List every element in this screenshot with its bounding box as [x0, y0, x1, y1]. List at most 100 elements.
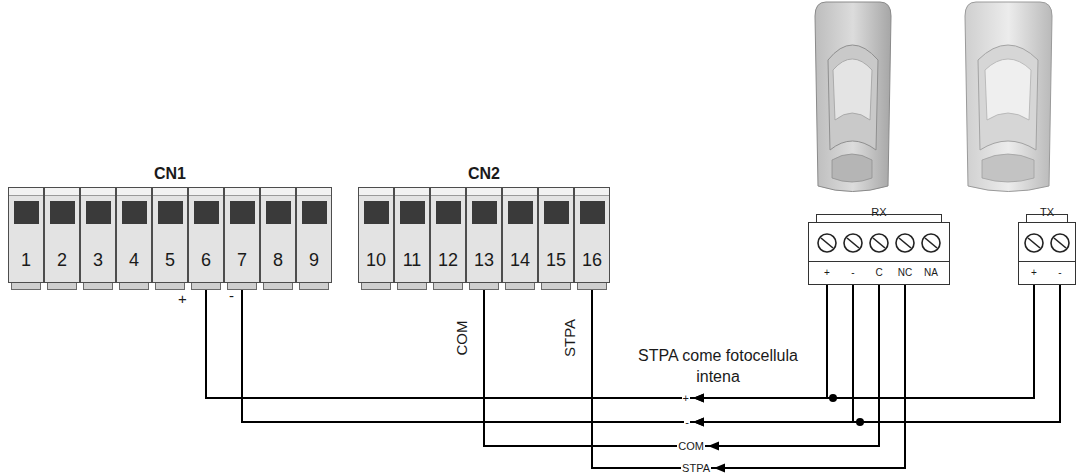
terminal-strip	[467, 188, 501, 196]
terminal-tab	[361, 283, 391, 290]
terminal-tab	[299, 283, 329, 290]
terminal-strip	[575, 188, 609, 196]
terminal-screw-hole	[266, 201, 291, 224]
wire-path	[484, 285, 879, 446]
terminal-screw-hole	[158, 201, 183, 224]
terminal: 5	[152, 187, 188, 290]
device-name: RX	[808, 204, 950, 220]
terminal-number: 12	[430, 249, 466, 271]
terminal: 1	[8, 187, 44, 290]
screw-head	[870, 234, 888, 252]
signal-name: STPA	[560, 319, 580, 357]
screw-head	[896, 234, 914, 252]
terminal-tab	[83, 283, 113, 290]
screw-terminal: -	[840, 222, 866, 285]
screw-terminal: NA	[918, 222, 944, 285]
screw-symbol	[892, 230, 918, 256]
arrow-head	[708, 442, 719, 451]
terminal-number: 13	[466, 249, 502, 271]
terminal-number: 9	[296, 249, 332, 271]
wire-label: STPA	[681, 462, 711, 475]
terminal-screw-hole	[50, 201, 75, 224]
terminal-screw-hole	[14, 201, 39, 224]
terminal-number: 3	[80, 249, 116, 271]
terminal-tab	[263, 283, 293, 290]
screw-slot	[925, 238, 937, 248]
wire	[242, 285, 1060, 427]
screw-slot	[847, 238, 859, 248]
screw-terminal: +	[1021, 222, 1047, 285]
wire-path	[242, 285, 1060, 422]
terminal-tab	[47, 283, 77, 290]
terminal-label: NC	[892, 266, 918, 280]
device-name: TX	[1018, 204, 1076, 220]
terminal-number: 2	[44, 249, 80, 271]
screw-head	[1025, 234, 1043, 252]
arrow-head	[693, 394, 704, 403]
wire	[484, 285, 879, 451]
terminal-tab	[397, 283, 427, 290]
arrow-head	[714, 464, 725, 473]
wire-path	[242, 285, 853, 422]
terminal-screw-hole	[508, 201, 533, 224]
terminal: 2	[44, 187, 80, 290]
rx-photocell	[815, 2, 891, 192]
terminal-label: -	[1047, 266, 1073, 280]
terminal: 16	[574, 187, 610, 290]
terminal-screw-hole	[364, 201, 389, 224]
terminal-strip	[9, 188, 43, 196]
terminal-label: +	[814, 266, 840, 280]
terminal-number: 16	[574, 249, 610, 271]
terminal-tab	[541, 283, 571, 290]
screw-symbol	[814, 230, 840, 256]
wire-label: COM	[677, 440, 705, 453]
note-text: STPA come fotocellula intena	[628, 345, 808, 387]
terminal-strip	[395, 188, 429, 196]
screw-head	[922, 234, 940, 252]
terminal: 4	[116, 187, 152, 290]
terminal: 10	[358, 187, 394, 290]
tx-photocell	[965, 2, 1052, 192]
terminal-label: C	[866, 266, 892, 280]
terminal-tab	[505, 283, 535, 290]
wire-path	[592, 285, 905, 468]
terminal-strip	[117, 188, 151, 196]
terminal-strip	[359, 188, 393, 196]
arrow-head	[693, 394, 704, 403]
screw-terminal: NC	[892, 222, 918, 285]
terminal-strip	[297, 188, 331, 196]
terminal: 12	[430, 187, 466, 290]
terminal-screw-hole	[302, 201, 327, 224]
terminal: 8	[260, 187, 296, 290]
screw-terminal: +	[814, 222, 840, 285]
terminal-number: 14	[502, 249, 538, 271]
polarity-label: -	[229, 286, 234, 306]
photocell-terminal-block: RX +-CNCNA	[808, 204, 950, 285]
terminal-strip	[45, 188, 79, 196]
terminal-number: 15	[538, 249, 574, 271]
terminal-screw-hole	[436, 201, 461, 224]
terminal: 9	[296, 187, 332, 290]
block-name: CN1	[8, 163, 332, 185]
terminal-block: CN1123456789	[8, 163, 332, 290]
terminal: 13	[466, 187, 502, 290]
wire-path	[206, 285, 1034, 398]
block-name: CN2	[358, 163, 610, 185]
screw-head	[844, 234, 862, 252]
terminal: 15	[538, 187, 574, 290]
wire	[242, 285, 853, 427]
terminal-screw-hole	[194, 201, 219, 224]
screw-slot	[1054, 238, 1066, 248]
terminal-tab	[11, 283, 41, 290]
terminal-strip	[261, 188, 295, 196]
arrow-head	[693, 418, 704, 427]
terminal-number: 11	[394, 249, 430, 271]
terminal-screw-hole	[400, 201, 425, 224]
terminal-number: 1	[8, 249, 44, 271]
screw-symbol	[1021, 230, 1047, 256]
terminal-number: 10	[358, 249, 394, 271]
terminal-screw-hole	[86, 201, 111, 224]
terminal-screw-hole	[472, 201, 497, 224]
terminal-strip	[503, 188, 537, 196]
